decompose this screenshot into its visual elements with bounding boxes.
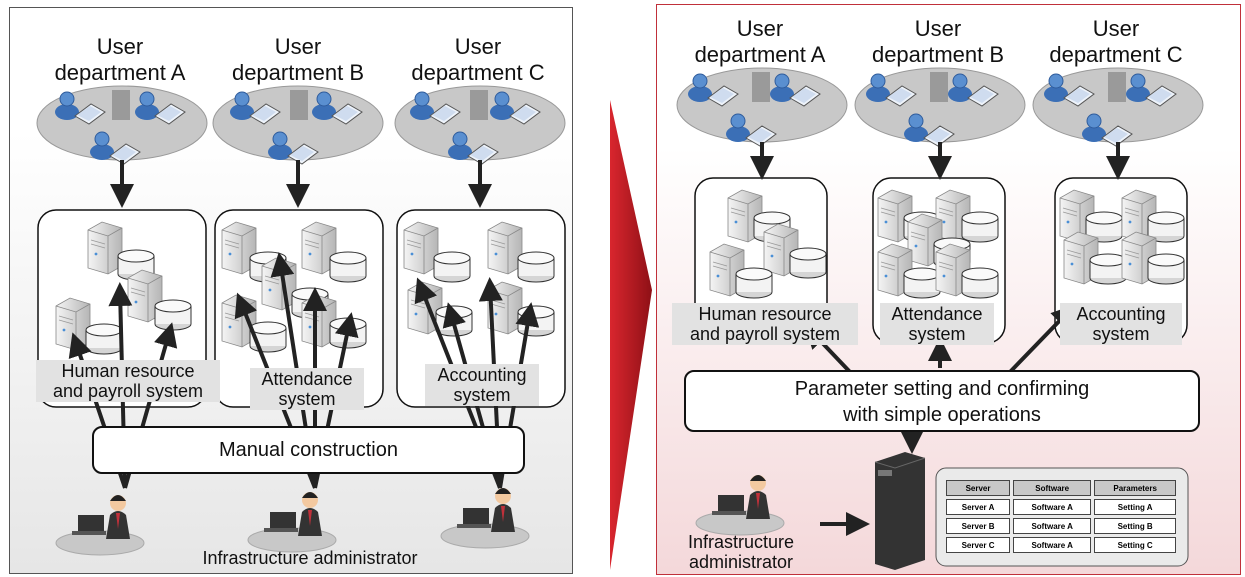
right-admin-label: Infrastructure administrator	[687, 532, 795, 572]
table-cell: Server B	[946, 518, 1011, 534]
right-dept-a-label: User department A	[694, 16, 826, 67]
table-cell: Server A	[946, 499, 1011, 515]
left-dept-a-label: User department A	[54, 34, 186, 85]
table-header-software: Software	[1013, 480, 1092, 496]
table-cell: Software A	[1013, 518, 1092, 534]
table-cell: Software A	[1013, 499, 1092, 515]
table-cell: Server C	[946, 537, 1011, 553]
left-admin-label: Infrastructure administrator	[202, 548, 418, 568]
table-cell: Setting B	[1094, 518, 1176, 534]
right-attendance-system-label: Attendance system	[880, 303, 994, 345]
table-row: Server B Software A Setting B	[946, 518, 1176, 534]
parameter-table: Server Software Parameters Server A Soft…	[943, 477, 1179, 556]
right-accounting-system-label: Accounting system	[1060, 303, 1182, 345]
left-admin-2	[247, 491, 337, 553]
table-header-server: Server	[946, 480, 1011, 496]
right-dept-b-label: User department B	[871, 16, 1005, 67]
left-hr-system-label: Human resource and payroll system	[36, 360, 220, 402]
left-attendance-system-label: Attendance system	[250, 368, 364, 410]
table-row: Server A Software A Setting A	[946, 499, 1176, 515]
left-admin-1	[55, 494, 145, 556]
table-cell: Setting C	[1094, 537, 1176, 553]
parameter-setting-bar: Parameter setting and confirming with si…	[684, 370, 1200, 432]
left-admin-3	[440, 487, 530, 549]
right-admin	[695, 474, 785, 536]
right-user-clouds	[676, 67, 1204, 147]
table-cell: Setting A	[1094, 499, 1176, 515]
left-dept-c-label: User department C	[411, 34, 545, 85]
right-hr-system-label: Human resource and payroll system	[672, 303, 858, 345]
manual-construction-bar: Manual construction	[92, 426, 525, 474]
left-dept-b-label: User department B	[231, 34, 365, 85]
right-arrows	[750, 142, 1130, 536]
table-header-parameters: Parameters	[1094, 480, 1176, 496]
table-row: Server C Software A Setting C	[946, 537, 1176, 553]
right-dept-c-label: User department C	[1049, 16, 1183, 67]
management-server	[874, 452, 926, 570]
left-user-clouds	[36, 85, 566, 165]
chevron-arrow-shape	[610, 100, 652, 570]
left-accounting-system-label: Accounting system	[425, 364, 539, 406]
table-cell: Software A	[1013, 537, 1092, 553]
